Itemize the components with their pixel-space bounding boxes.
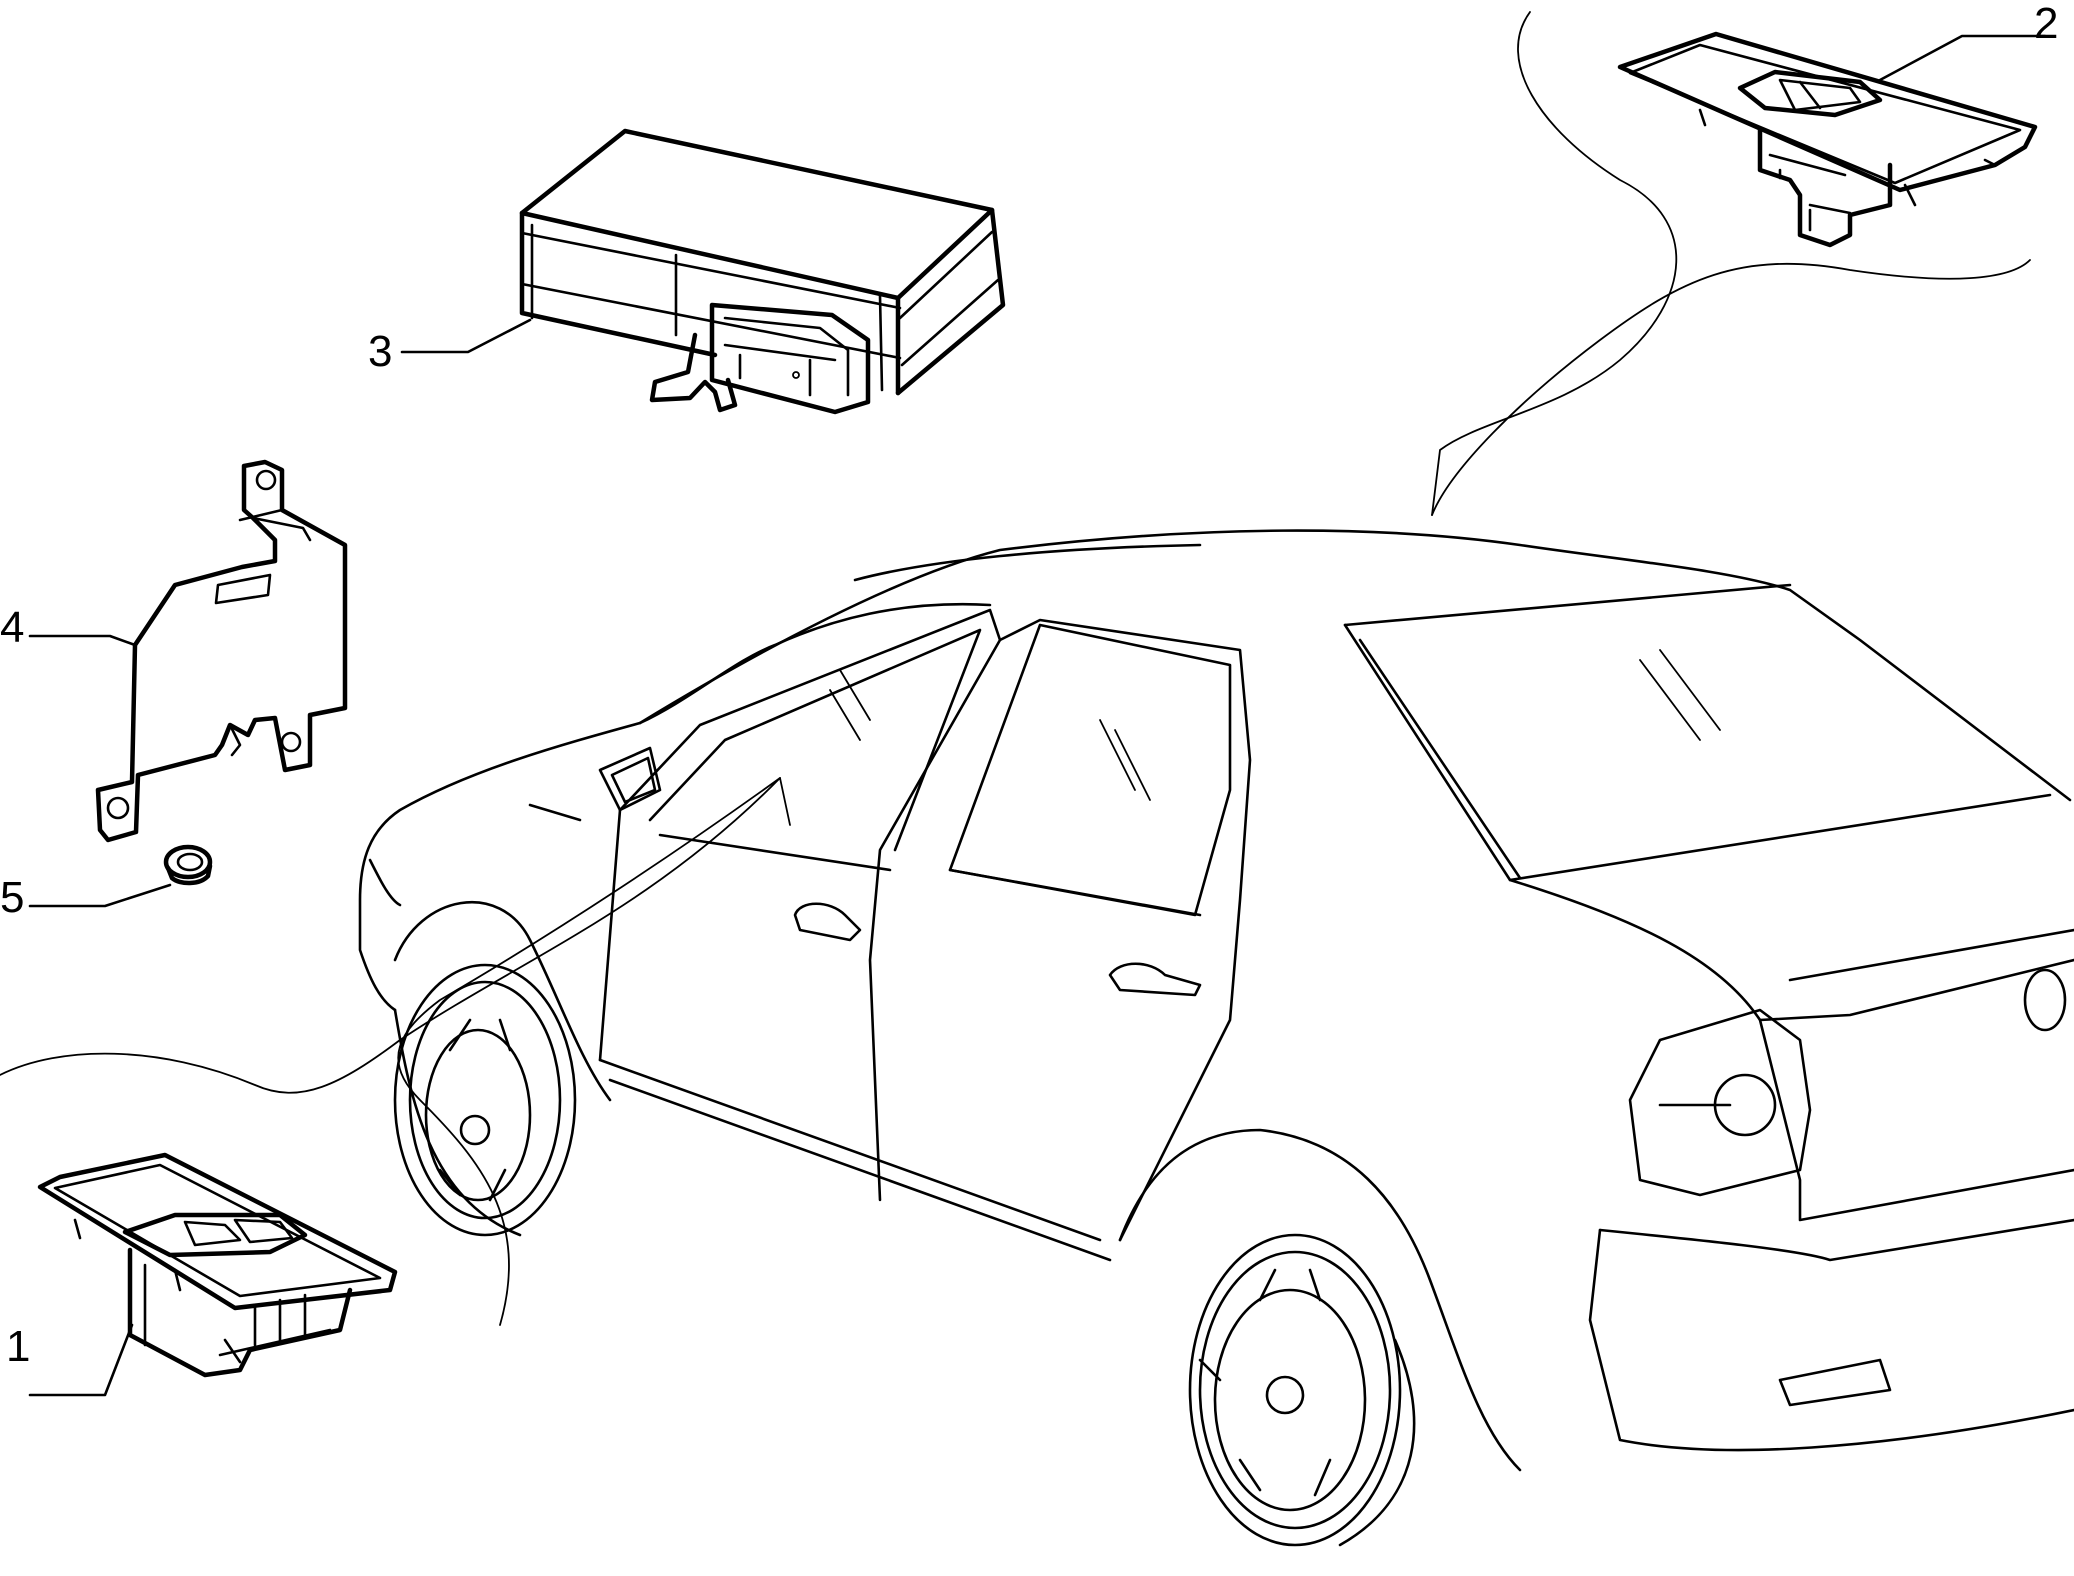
leader-line-2 [1878,34,2047,82]
window-switch-part-1 [37,1152,398,1378]
callout-label-5: 5 [0,873,25,922]
leader-line-5 [28,883,172,908]
callout-label-1: 1 [6,1322,31,1371]
mounting-bracket-part-4 [95,459,348,843]
callout-label-4: 4 [0,603,25,652]
nut-part-5 [163,844,213,886]
callout-label-2: 2 [2034,0,2059,48]
control-module-part-3 [519,128,1006,415]
detail-curve-upper-right [1431,11,2031,516]
car-outline [358,529,2074,1547]
callout-label-3: 3 [368,327,393,376]
leader-line-1 [28,1323,134,1397]
window-switch-part-2 [1617,31,2038,248]
leader-line-4 [28,634,137,647]
leader-line-3 [400,318,532,354]
detail-curve-lower-left [0,777,791,1326]
